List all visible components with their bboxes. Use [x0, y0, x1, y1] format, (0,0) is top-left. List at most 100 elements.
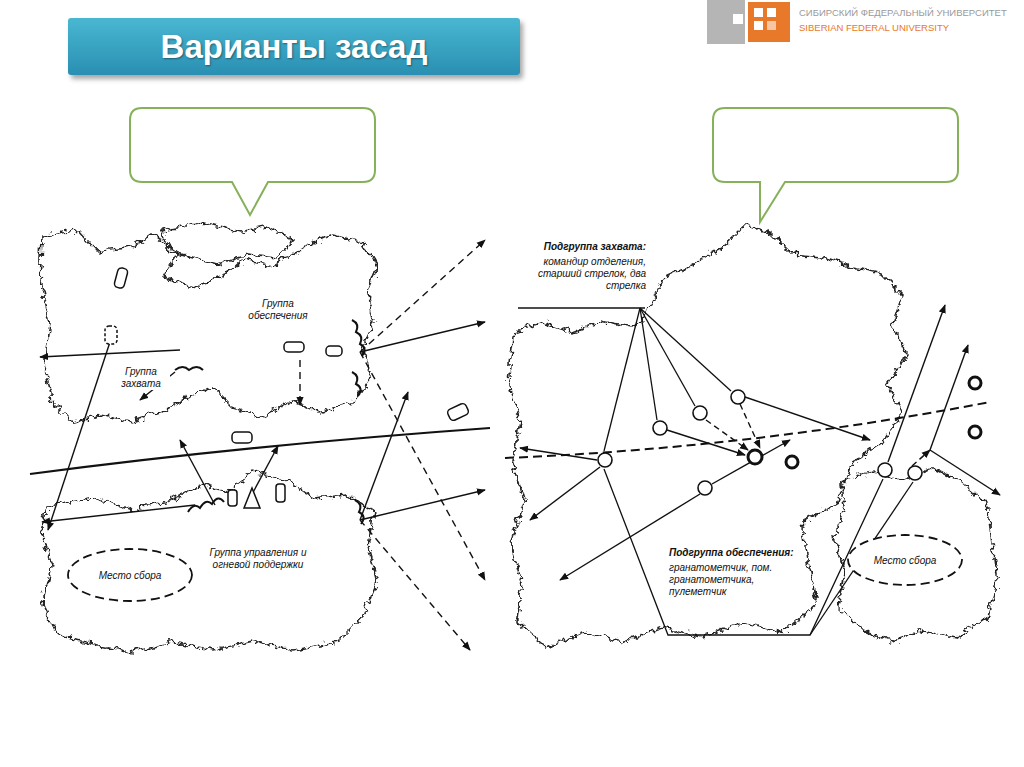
fire-arrow: [667, 430, 745, 455]
fire-arrow: [930, 345, 968, 450]
vehicle-symbol: [284, 342, 304, 352]
vehicle-symbol: [114, 267, 129, 289]
forest: [38, 220, 995, 650]
logo-square: [767, 8, 776, 17]
soldier-symbol: [731, 390, 745, 404]
command-post-symbol: [244, 488, 260, 508]
node-label: Место сбора: [99, 570, 162, 581]
fire-arrow: [745, 397, 870, 440]
node-body: Место сбора: [66, 547, 194, 603]
forest-outline: [38, 470, 375, 650]
soldier-symbol: [598, 453, 612, 467]
university-logo: [707, 0, 790, 44]
slide-title: Варианты засад: [161, 28, 428, 66]
fire-arrow-dashed: [912, 450, 930, 466]
fire-arrow-dashed: [360, 520, 470, 650]
subgroup-members: гранатометчик, пом. гранатометчика, пуле…: [668, 562, 802, 598]
logo-text: СИБИРСКИЙ ФЕДЕРАЛЬНЫЙ УНИВЕРСИТЕТ: [798, 7, 1022, 18]
subgroup-heading: Подгруппа обеспечения:: [668, 547, 802, 559]
fire-arrow: [180, 440, 215, 505]
fire-arrow: [530, 467, 600, 520]
fire-arrow: [360, 392, 408, 520]
forest-outline: [832, 465, 995, 640]
fire-arrow: [40, 322, 485, 530]
subgroup-members: командир отделения, старший стрелок, два…: [518, 256, 647, 292]
fire-arrow: [250, 446, 278, 498]
logo-square: [767, 21, 776, 30]
group-label: Группа обеспечения: [238, 298, 318, 322]
firing-position: [175, 367, 203, 370]
fire-arrow-dashed: [300, 240, 485, 650]
callout: [130, 108, 958, 222]
fire-arrow: [360, 490, 485, 520]
forest-outline: [506, 222, 905, 645]
fire-arrow: [40, 350, 180, 357]
road: [30, 428, 490, 474]
leader-line: [604, 469, 883, 635]
vehicle-symbol: [276, 484, 285, 502]
soldier-symbol: [693, 406, 707, 420]
forest-outline: [38, 228, 375, 420]
callout-bubble: [713, 108, 958, 222]
enemy-symbol: [786, 456, 798, 468]
fire-arrow-dashed: [360, 352, 485, 580]
firing-position: [355, 500, 364, 524]
soldier-symbol: [908, 466, 922, 480]
soldier-symbol: [598, 377, 981, 495]
fire-arrow-dashed: [706, 420, 748, 450]
firing-position: [175, 320, 365, 524]
logo-square: [733, 14, 743, 24]
fire-arrow: [360, 322, 485, 352]
group-label: Группа управления и огневой поддержки: [196, 547, 320, 571]
node-body: Место сбора: [846, 533, 964, 587]
logo-block: [707, 0, 745, 44]
fire-arrow: [930, 450, 1000, 495]
forest-outline: [160, 220, 290, 262]
fire-arrow-dashed: [706, 404, 930, 466]
enemy-symbol: [969, 377, 981, 389]
vehicle-symbol: [446, 402, 469, 421]
title-banner: Варианты засад: [68, 18, 520, 75]
fire-arrow-dashed: [299, 360, 300, 405]
vehicle-symbol: [105, 326, 117, 344]
vehicle-symbol: [326, 346, 342, 356]
soldier-symbol: [878, 463, 892, 477]
leader-line: [640, 308, 695, 406]
vehicle-symbol: [232, 432, 252, 443]
callout-bubble: [130, 108, 375, 215]
fire-arrow-dashed: [740, 404, 760, 448]
subgroup-heading: Подгруппа захвата:: [505, 241, 647, 253]
road: [505, 402, 990, 458]
soldier-symbol: [653, 421, 667, 435]
firing-position: [188, 498, 224, 512]
node-label: Место сбора: [874, 555, 937, 566]
fire-arrow-dashed: [360, 240, 485, 352]
assembly-point: Место сбора: [846, 533, 964, 587]
leader-line: [604, 308, 640, 451]
vehicle-symbol: [228, 490, 237, 506]
dashed-oval: [68, 549, 192, 601]
enemy-symbol: [969, 426, 981, 438]
firing-position: [352, 372, 361, 396]
leader-line: [640, 308, 657, 420]
leader-line: [640, 308, 731, 391]
logo-square: [754, 8, 763, 17]
leader-line: [518, 308, 913, 635]
enemy-symbol: [748, 450, 762, 464]
fire-arrow: [712, 440, 790, 484]
assembly-point: Место сбора: [66, 547, 194, 603]
vehicle-symbol: [105, 267, 470, 508]
fire-arrow: [48, 342, 110, 530]
fire-arrow: [42, 505, 195, 522]
soldier-symbol: [698, 481, 712, 495]
logo-text: SIBERIAN FEDERAL UNIVERSITY: [798, 22, 1022, 33]
logo-square: [754, 21, 763, 30]
fire-arrow: [520, 448, 597, 460]
dashed-oval: [848, 535, 962, 585]
group-label: Группа захвата: [112, 366, 170, 390]
logo-block: [748, 2, 790, 42]
firing-position: [352, 320, 365, 356]
fire-arrow: [888, 305, 945, 462]
leader-line: [518, 307, 645, 308]
